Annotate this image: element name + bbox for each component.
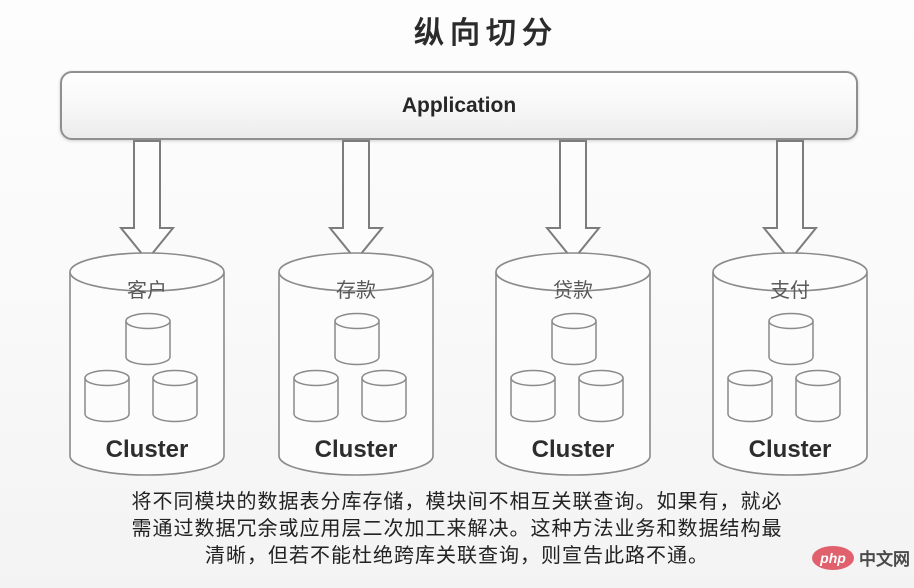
cylinder-top: [278, 252, 434, 292]
cylinder-top: [69, 252, 225, 292]
database-cylinder-icon: [551, 312, 597, 366]
database-cluster-deposit: 存款 Cluster: [277, 250, 435, 478]
database-cylinder-icon: [578, 369, 624, 423]
description-line: 清晰，但若不能杜绝跨库关联查询，则宣告此路不通。: [205, 545, 709, 567]
database-cylinder-icon: [727, 369, 773, 423]
database-cylinder-icon: [152, 369, 198, 423]
application-label: Application: [401, 93, 517, 117]
cylinder-body: [278, 272, 434, 476]
description-line: 需通过数据冗余或应用层二次加工来解决。这种方法业务和数据结构最: [131, 518, 783, 540]
module-label: 贷款: [553, 279, 593, 302]
database-cluster-customer: 客户 Cluster: [68, 250, 226, 478]
down-arrow-icon: [761, 140, 819, 262]
cylinder-body: [69, 272, 225, 476]
page-title: 纵向切分: [414, 17, 558, 50]
database-cylinder-icon: [334, 312, 380, 366]
module-label: 存款: [336, 279, 376, 302]
module-label: 客户: [127, 279, 167, 302]
application-box: Application: [60, 71, 858, 140]
down-arrow-icon: [544, 140, 602, 262]
database-cylinder-icon: [293, 369, 339, 423]
database-cluster-payment: 支付 Cluster: [711, 250, 869, 478]
cluster-label: Cluster: [532, 436, 615, 463]
database-cylinder-icon: [795, 369, 841, 423]
cylinder-top: [495, 252, 651, 292]
watermark: php 中文网: [812, 545, 910, 570]
down-arrow-icon: [118, 140, 176, 262]
description-line: 将不同模块的数据表分库存储，模块间不相互关联查询。如果有，就必: [131, 491, 783, 513]
database-cylinder-icon: [768, 312, 814, 366]
php-logo-icon: php: [812, 545, 854, 570]
database-cluster-loan: 贷款 Cluster: [494, 250, 652, 478]
database-cylinder-icon: [84, 369, 130, 423]
description-paragraph: 将不同模块的数据表分库存储，模块间不相互关联查询。如果有，就必 需通过数据冗余或…: [0, 489, 914, 570]
module-label: 支付: [770, 279, 810, 302]
cluster-label: Cluster: [749, 436, 832, 463]
cylinder-top: [712, 252, 868, 292]
cluster-label: Cluster: [106, 436, 189, 463]
cylinder-body: [495, 272, 651, 476]
database-cylinder-icon: [125, 312, 171, 366]
cluster-label: Cluster: [315, 436, 398, 463]
database-cylinder-icon: [361, 369, 407, 423]
database-cylinder-icon: [510, 369, 556, 423]
cylinder-body: [712, 272, 868, 476]
down-arrow-icon: [327, 140, 385, 262]
watermark-site-text: 中文网: [859, 550, 910, 569]
